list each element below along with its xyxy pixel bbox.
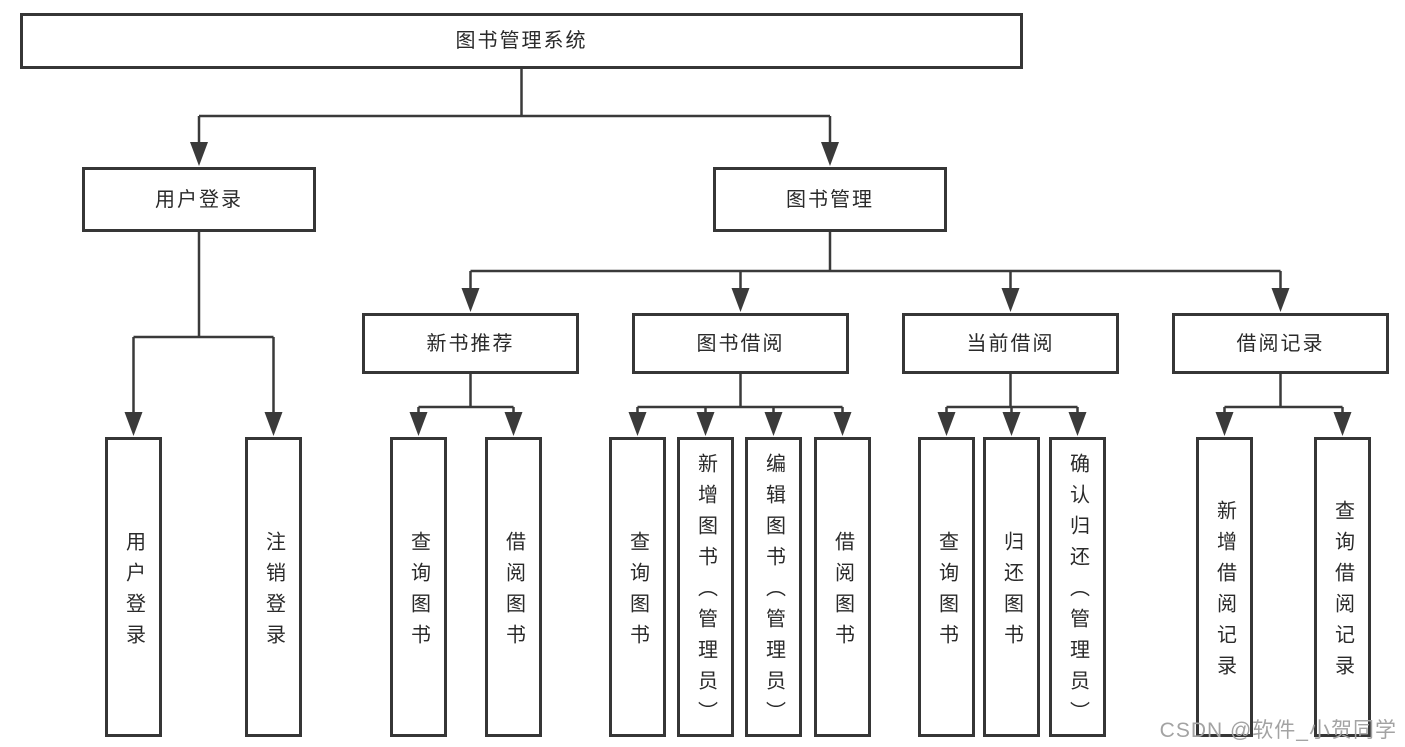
- arrowhead: [1002, 412, 1021, 436]
- leaf-add-borrow-record: 新增借阅记录: [1196, 437, 1253, 737]
- leaf-label: 新增借阅记录: [1213, 499, 1236, 686]
- arrowhead: [731, 288, 750, 312]
- leaf-label: 编辑图书（管理员）: [762, 453, 785, 732]
- leaf-label: 用户登录: [122, 530, 145, 655]
- arrowhead: [764, 412, 783, 436]
- leaf-label: 注销登录: [262, 530, 285, 655]
- leaf-label: 新增图书（管理员）: [694, 453, 717, 732]
- arrowhead: [1068, 412, 1087, 436]
- leaf-user-login: 用户登录: [105, 437, 162, 737]
- edge-book-borrow-to-leaves: [636, 374, 844, 414]
- node-book-borrow: 图书借阅: [632, 313, 849, 374]
- leaf-label: 借阅图书: [831, 530, 854, 655]
- node-book-management: 图书管理: [713, 167, 947, 232]
- arrowhead: [1333, 412, 1352, 436]
- leaf-query-books-recommend: 查询图书: [390, 437, 447, 737]
- arrowhead: [937, 412, 956, 436]
- node-library-management-system: 图书管理系统: [20, 13, 1023, 69]
- node-user-login: 用户登录: [82, 167, 316, 232]
- node-current-borrow: 当前借阅: [902, 313, 1119, 374]
- arrowhead: [1271, 288, 1290, 312]
- leaf-label: 查询图书: [935, 530, 958, 655]
- watermark-text: CSDN @软件_小贺同学: [1159, 719, 1397, 742]
- leaf-return-book: 归还图书: [983, 437, 1040, 737]
- leaf-query-books-borrow: 查询图书: [609, 437, 666, 737]
- arrowhead: [409, 412, 428, 436]
- arrowhead: [264, 412, 283, 436]
- edge-new-books-to-leaves: [417, 374, 515, 414]
- arrowhead: [833, 412, 852, 436]
- arrowhead: [461, 288, 480, 312]
- arrowhead: [1001, 288, 1020, 312]
- leaf-label: 归还图书: [1000, 530, 1023, 655]
- edge-user-login-to-leaves: [132, 232, 275, 414]
- leaf-borrow-books-recommend: 借阅图书: [485, 437, 542, 737]
- leaf-edit-book-admin: 编辑图书（管理员）: [745, 437, 802, 737]
- leaf-label: 查询借阅记录: [1331, 499, 1354, 686]
- arrowhead: [1215, 412, 1234, 436]
- leaf-label: 确认归还（管理员）: [1066, 453, 1089, 732]
- edge-book-mgmt-to-level3: [469, 232, 1282, 290]
- leaf-borrow-books: 借阅图书: [814, 437, 871, 737]
- leaf-label: 查询图书: [626, 530, 649, 655]
- arrowhead: [628, 412, 647, 436]
- leaf-query-books-current: 查询图书: [918, 437, 975, 737]
- leaf-label: 查询图书: [407, 530, 430, 655]
- edge-records-to-leaves: [1223, 374, 1344, 414]
- edge-root-to-level2: [197, 69, 832, 144]
- leaf-confirm-return-admin: 确认归还（管理员）: [1049, 437, 1106, 737]
- arrowhead: [821, 142, 839, 166]
- node-borrow-records: 借阅记录: [1172, 313, 1389, 374]
- arrowhead: [504, 412, 523, 436]
- leaf-label: 借阅图书: [502, 530, 525, 655]
- arrowhead: [124, 412, 143, 436]
- edge-current-to-leaves: [945, 374, 1079, 414]
- leaf-query-borrow-record: 查询借阅记录: [1314, 437, 1371, 737]
- arrowhead: [696, 412, 715, 436]
- arrowhead: [190, 142, 208, 166]
- leaf-logout: 注销登录: [245, 437, 302, 737]
- leaf-add-book-admin: 新增图书（管理员）: [677, 437, 734, 737]
- node-new-book-recommend: 新书推荐: [362, 313, 579, 374]
